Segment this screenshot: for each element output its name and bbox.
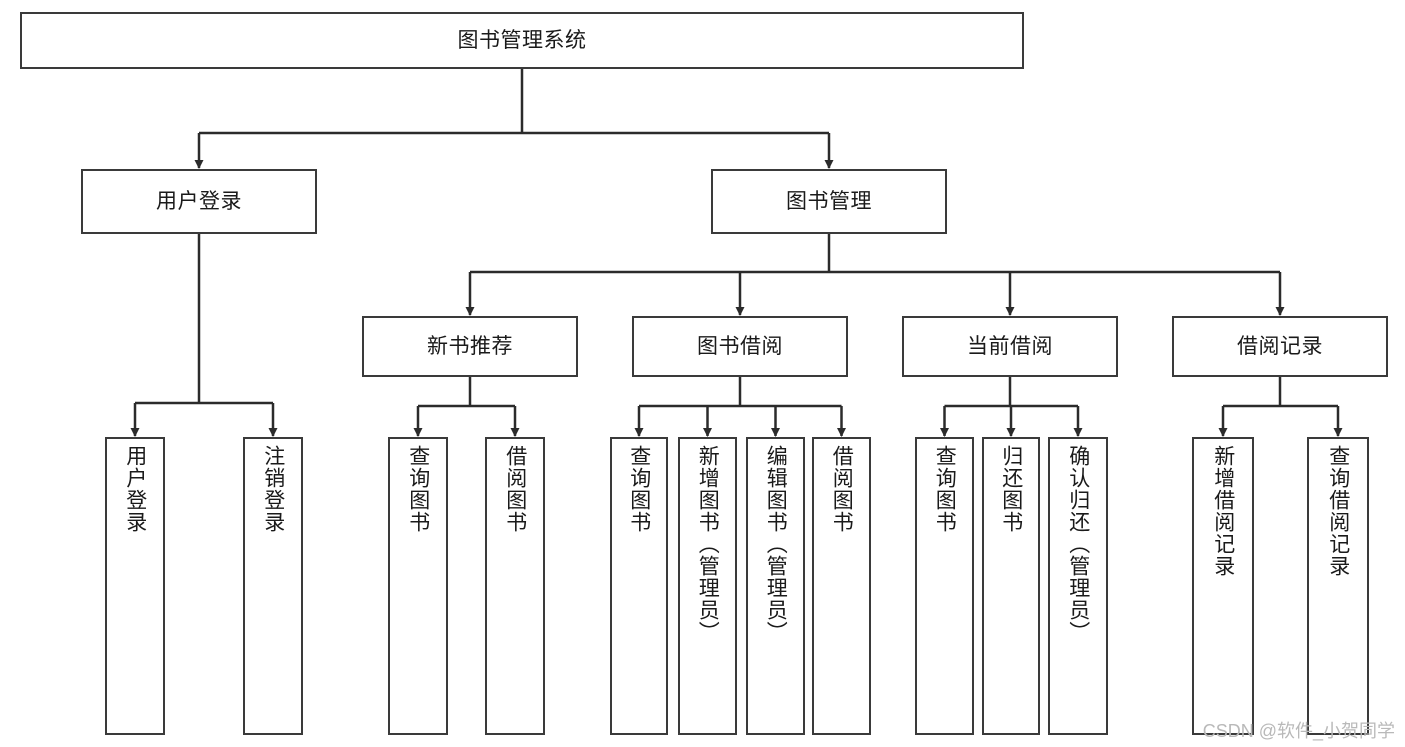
node-label: 编辑图书（管理员）	[764, 445, 788, 643]
node-leaf-rec-query[interactable]: 查询借阅记录	[1307, 437, 1369, 735]
node-label: 借阅记录	[1237, 334, 1323, 358]
node-label: 当前借阅	[967, 334, 1053, 358]
node-records[interactable]: 借阅记录	[1172, 316, 1388, 377]
node-label: 用户登录	[123, 445, 147, 533]
node-leaf-borrow-do[interactable]: 借阅图书	[812, 437, 871, 735]
node-label: 归还图书	[999, 445, 1023, 533]
node-leaf-new-borrow[interactable]: 借阅图书	[485, 437, 545, 735]
node-label: 图书管理系统	[457, 28, 587, 52]
node-label: 新书推荐	[427, 334, 513, 358]
node-label: 查询借阅记录	[1326, 445, 1350, 577]
node-label: 图书管理	[786, 189, 872, 213]
node-label: 新增图书（管理员）	[696, 445, 720, 643]
node-leaf-borrow-edit[interactable]: 编辑图书（管理员）	[746, 437, 805, 735]
node-bookmgmt[interactable]: 图书管理	[711, 169, 947, 234]
node-login[interactable]: 用户登录	[81, 169, 317, 234]
node-current[interactable]: 当前借阅	[902, 316, 1118, 377]
node-leaf-borrow-query[interactable]: 查询图书	[610, 437, 668, 735]
node-leaf-borrow-add[interactable]: 新增图书（管理员）	[678, 437, 737, 735]
node-leaf-cur-return[interactable]: 归还图书	[982, 437, 1040, 735]
node-label: 用户登录	[156, 189, 242, 213]
node-borrow[interactable]: 图书借阅	[632, 316, 848, 377]
node-label: 查询图书	[933, 445, 957, 533]
node-label: 确认归还（管理员）	[1066, 445, 1090, 643]
node-label: 借阅图书	[830, 445, 854, 533]
node-label: 图书借阅	[697, 334, 783, 358]
node-newrec[interactable]: 新书推荐	[362, 316, 578, 377]
node-leaf-cur-query[interactable]: 查询图书	[915, 437, 974, 735]
node-label: 新增借阅记录	[1211, 445, 1235, 577]
node-leaf-user-login[interactable]: 用户登录	[105, 437, 165, 735]
node-label: 借阅图书	[503, 445, 527, 533]
node-leaf-rec-add[interactable]: 新增借阅记录	[1192, 437, 1254, 735]
node-label: 查询图书	[627, 445, 651, 533]
connector-lines	[130, 69, 1343, 437]
node-root[interactable]: 图书管理系统	[20, 12, 1024, 69]
node-leaf-user-logout[interactable]: 注销登录	[243, 437, 303, 735]
node-label: 查询图书	[406, 445, 430, 533]
node-leaf-new-query[interactable]: 查询图书	[388, 437, 448, 735]
node-label: 注销登录	[261, 445, 285, 533]
node-leaf-cur-confirm[interactable]: 确认归还（管理员）	[1048, 437, 1108, 735]
